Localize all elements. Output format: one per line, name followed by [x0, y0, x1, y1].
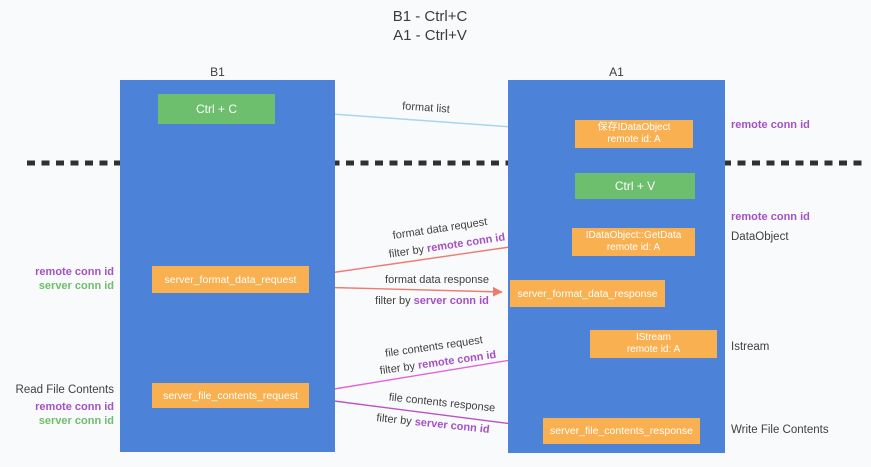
read-file-contents-label: Read File Contents	[15, 384, 114, 396]
filter-prefix: filter by	[388, 243, 428, 261]
ctrl-c-box: Ctrl + C	[158, 94, 275, 124]
server-file-contents-request-label: server_file_contents_request	[163, 389, 298, 402]
diagram-title-line2: A1 - Ctrl+V	[393, 27, 467, 44]
istream-box: IStream remote id: A	[590, 330, 717, 358]
save-idataobject-box: 保存IDataObject remote id: A	[575, 120, 693, 148]
istream-line1: IStream	[635, 331, 671, 343]
save-idataobject-line1: 保存IDataObject	[597, 121, 671, 133]
server-format-data-request-box: server_format_data_request	[152, 266, 309, 293]
save-idataobject-line2: remote id: A	[607, 134, 661, 145]
filter-prefix: filter by	[379, 359, 419, 378]
istream-line2: remote id: A	[626, 344, 681, 355]
idataobject-getdata-line2: remote id: A	[606, 242, 661, 253]
left-server-conn-id-label-2: server conn id	[38, 415, 114, 427]
left-server-conn-id-label-1: server conn id	[38, 280, 114, 292]
left-remote-conn-id-label-2: remote conn id	[35, 401, 114, 413]
server-format-data-response-box: server_format_data_response	[510, 280, 665, 307]
server-conn-id-text: server conn id	[414, 416, 491, 436]
format-data-response-annotation: format data response	[385, 274, 489, 286]
ctrl-c-label: Ctrl + C	[195, 102, 237, 116]
dataobject-label: DataObject	[731, 231, 789, 243]
server-file-contents-request-box: server_file_contents_request	[152, 383, 309, 408]
filter-prefix: filter by	[375, 412, 416, 429]
ctrl-v-label: Ctrl + V	[614, 179, 656, 193]
istream-side-label: Istream	[731, 341, 770, 353]
right-remote-conn-id-label-1: remote conn id	[731, 119, 810, 131]
right-remote-conn-id-label-2: remote conn id	[731, 211, 810, 223]
idataobject-getdata-box: IDataObject::GetData remote id: A	[572, 228, 695, 256]
server-format-data-request-label: server_format_data_request	[164, 273, 297, 286]
server-format-data-response-label: server_format_data_response	[517, 287, 658, 300]
format-list-annotation: format list	[401, 100, 451, 116]
idataobject-getdata-line1: IDataObject::GetData	[585, 229, 682, 241]
left-column-name: B1	[210, 65, 225, 79]
diagram-title-line1: B1 - Ctrl+C	[392, 8, 468, 25]
ctrl-v-box: Ctrl + V	[575, 173, 695, 199]
filter-prefix: filter by	[375, 295, 414, 307]
format-data-response-arrow	[310, 286, 503, 297]
left-remote-conn-id-label-1: remote conn id	[35, 266, 114, 278]
server-conn-id-text: server conn id	[413, 295, 489, 307]
server-file-contents-response-label: server_file_contents_response	[549, 425, 693, 437]
filter-by-server-conn-id-annotation-1: filter by server conn id	[332, 295, 532, 307]
right-column-name: A1	[609, 65, 624, 79]
write-file-contents-label: Write File Contents	[731, 424, 829, 436]
server-file-contents-response-box: server_file_contents_response	[543, 418, 700, 444]
